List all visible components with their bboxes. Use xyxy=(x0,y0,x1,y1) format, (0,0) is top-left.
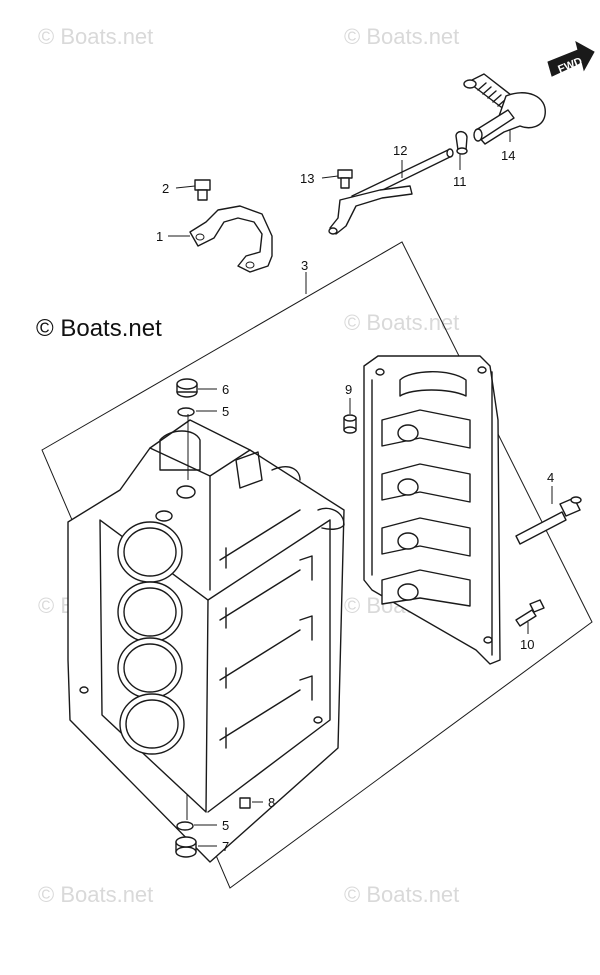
callout-11: 11 xyxy=(453,174,467,189)
callout-5-top: 5 xyxy=(222,404,229,419)
tube-part-12 xyxy=(328,148,454,235)
callout-8: 8 xyxy=(268,795,275,810)
callout-7: 7 xyxy=(222,839,229,854)
pin-part-9 xyxy=(343,414,357,434)
plug-part-6 xyxy=(176,378,198,398)
watermark-top-left: © Boats.net xyxy=(38,24,153,49)
washer-part-5-bottom xyxy=(176,821,194,831)
callout-4: 4 xyxy=(547,470,554,485)
callout-1: 1 xyxy=(156,229,163,244)
callout-12: 12 xyxy=(393,143,407,158)
hose-part-14 xyxy=(463,73,546,145)
bracket-part-1 xyxy=(189,205,273,273)
crank-bearing-3 xyxy=(381,517,471,557)
leader-lines xyxy=(168,130,553,847)
watermark-mid-right: © Boats.net xyxy=(344,310,459,335)
plug-part-7 xyxy=(175,836,197,858)
bolt-part-10 xyxy=(515,599,545,627)
callout-5-bottom: 5 xyxy=(222,818,229,833)
callout-10: 10 xyxy=(520,637,534,652)
crank-bearing-1 xyxy=(381,409,471,449)
callout-2: 2 xyxy=(162,181,169,196)
clip-part-11 xyxy=(455,130,468,155)
bolt-part-4 xyxy=(515,496,582,545)
watermark-bottom-left: © Boats.net xyxy=(38,882,153,907)
crankcase xyxy=(363,355,501,665)
copyright-watermark: © Boats.net xyxy=(36,315,162,342)
crank-bearing-2 xyxy=(381,463,471,503)
callout-3: 3 xyxy=(301,258,308,273)
washer-part-5-top xyxy=(177,407,195,417)
bolt-part-2 xyxy=(194,179,211,201)
watermark-top-right: © Boats.net xyxy=(344,24,459,49)
bolt-part-13 xyxy=(337,169,353,189)
cylinder-block xyxy=(67,419,345,863)
callout-13: 13 xyxy=(300,171,314,186)
fwd-arrow-icon: FWD xyxy=(547,41,595,77)
plug-part-8 xyxy=(239,797,251,809)
callout-9: 9 xyxy=(345,382,352,397)
callout-6: 6 xyxy=(222,382,229,397)
crank-bearing-4 xyxy=(381,569,471,607)
callout-numbers: 2 1 3 13 12 11 14 6 5 9 4 10 8 5 7 xyxy=(156,143,554,854)
watermark-bottom-right: © Boats.net xyxy=(344,882,459,907)
callout-14: 14 xyxy=(501,148,515,163)
